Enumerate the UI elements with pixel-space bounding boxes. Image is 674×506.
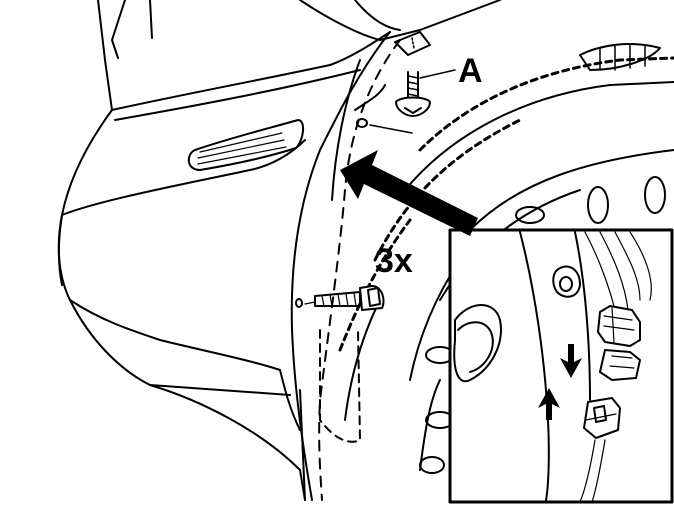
callout-label-quantity: 3x — [375, 242, 413, 280]
bolt-3x — [295, 285, 385, 311]
tyre — [338, 43, 674, 421]
detail-inset — [448, 228, 674, 504]
callout-label-a: A — [458, 52, 483, 90]
pointer-arrow — [340, 150, 478, 236]
side-marker-lamp — [187, 119, 304, 171]
press-arrow-down — [560, 344, 582, 378]
car-body — [57, 0, 501, 501]
press-arrow-up — [538, 388, 560, 420]
wheel-arch-liner — [299, 39, 401, 501]
screw-a — [356, 31, 456, 134]
